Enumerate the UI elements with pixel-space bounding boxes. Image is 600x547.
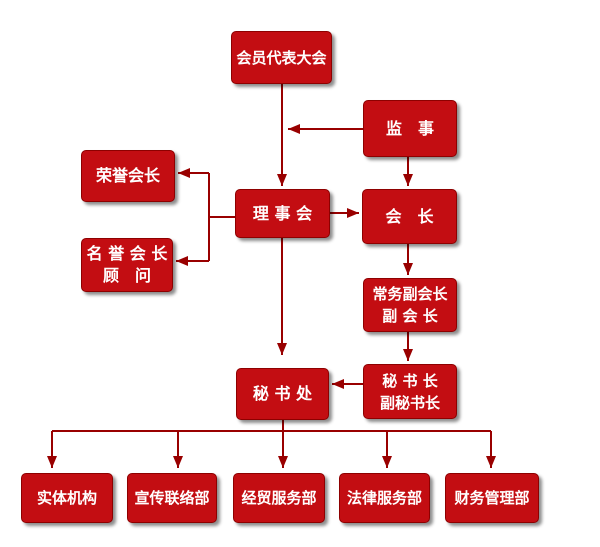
node-secretary-general: 秘 书 长 副秘书长 bbox=[363, 364, 457, 419]
node-supervisor: 监 事 bbox=[363, 100, 457, 157]
node-secretariat: 秘 书 处 bbox=[236, 368, 329, 420]
node-executive-vp: 常务副会长 副 会 长 bbox=[363, 278, 457, 332]
node-honorary-president: 荣誉会长 bbox=[81, 150, 175, 202]
node-dept-finance: 财务管理部 bbox=[445, 473, 539, 523]
node-dept-entity: 实体机构 bbox=[21, 473, 113, 523]
node-dept-publicity: 宣传联络部 bbox=[127, 473, 217, 523]
node-member-assembly: 会员代表大会 bbox=[231, 31, 332, 84]
node-dept-legal: 法律服务部 bbox=[339, 473, 430, 523]
node-president: 会 长 bbox=[362, 189, 457, 244]
node-honorary-advisor: 名 誉 会 长 顾 问 bbox=[81, 238, 173, 292]
node-council: 理 事 会 bbox=[235, 189, 330, 238]
node-dept-trade: 经贸服务部 bbox=[233, 473, 325, 523]
